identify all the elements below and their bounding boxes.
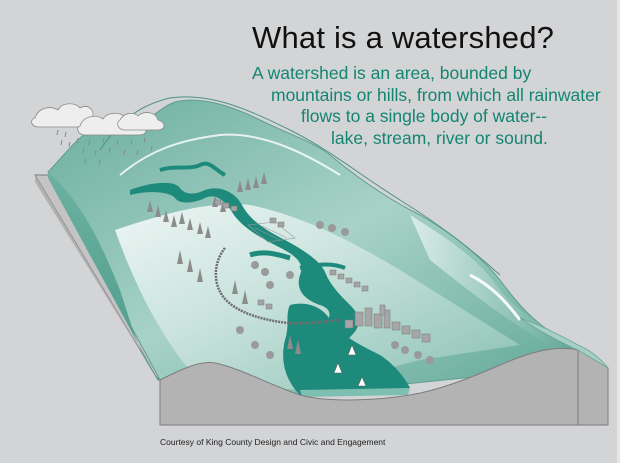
page-title: What is a watershed? (252, 20, 555, 55)
definition-line-3: flows to a single body of water-- (301, 106, 548, 126)
road (214, 247, 341, 325)
rain (56, 129, 153, 166)
definition-line-2: mountains or hills, from which all rainw… (271, 84, 601, 105)
deciduous-trees (236, 221, 434, 364)
rain-clouds (31, 103, 165, 136)
right-edge (617, 0, 620, 463)
ground-cross-section (159, 317, 609, 426)
image-credit: Courtesy of King County Design and Civic… (160, 437, 386, 447)
sailboats (333, 344, 367, 387)
city (344, 304, 431, 343)
lake (283, 303, 410, 397)
definition-line-1: A watershed is an area, bounded by (252, 63, 532, 83)
definition-line-4: lake, stream, river or sound. (331, 127, 548, 148)
forest (147, 172, 301, 354)
watershed-definition: A watershed is an area, bounded by mount… (252, 63, 612, 149)
houses (214, 199, 369, 310)
farm-fields (247, 221, 296, 243)
